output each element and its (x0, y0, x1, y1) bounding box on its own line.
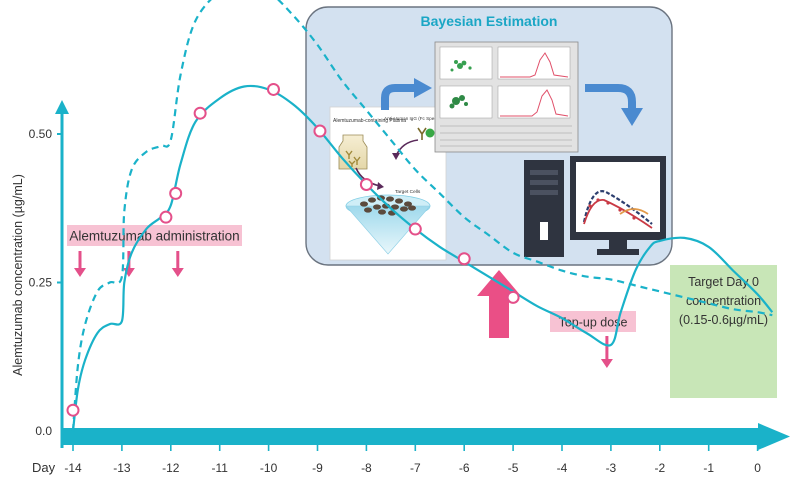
target-cell (373, 204, 381, 210)
observation-marker (66, 403, 80, 417)
observation-marker (169, 186, 183, 200)
administration-label: Alemtuzumab administration (69, 229, 239, 244)
histogram-peak-2 (500, 89, 569, 117)
target-line-3: (0.15-0.6µg/mL) (679, 313, 768, 327)
antibody-glyphs (345, 150, 361, 167)
screen-curve-red (583, 199, 653, 229)
target-line-2: concentration (686, 294, 761, 308)
x-axis-band (62, 428, 762, 445)
monitor-base (597, 249, 639, 255)
reagent-label: Anti-Human IgG (Fc Specific)-FITC (384, 116, 456, 121)
x-tick-label: -14 (64, 461, 82, 475)
target-cell (378, 209, 386, 215)
x-tick-label: -5 (508, 461, 519, 475)
tower-bay-2 (530, 180, 558, 185)
screen-curve-navy (582, 190, 653, 225)
screen-observation-dots (588, 198, 636, 220)
target-line-1: Target Day 0 (688, 275, 759, 289)
fitc-label-icon (425, 128, 435, 138)
y-tick-label: 0.25 (29, 276, 53, 290)
x-tick-label: -8 (361, 461, 372, 475)
topup-arrow-shape (600, 336, 613, 368)
x-tick-label: -11 (211, 461, 228, 475)
x-tick-label: -2 (654, 461, 665, 475)
cytometry-to-computer-arrow (585, 84, 636, 108)
target-cell (400, 206, 408, 212)
target-cell (404, 201, 412, 207)
lab-schematic: Alemtuzumab-containing Plasma Anti-Human… (329, 106, 456, 261)
histogram-plot-2 (497, 85, 571, 119)
topup-label-bg (550, 311, 636, 332)
observation-marker (506, 290, 520, 304)
target-cell (386, 196, 394, 202)
administration-arrow-icon (171, 251, 184, 277)
screen-curve-orange (619, 208, 649, 215)
predicted-curve-dashed (71, 0, 773, 432)
plasma-bottle-icon (338, 134, 368, 170)
administration-arrow-icon (74, 251, 86, 277)
flow-to-cytometry-arrow (381, 84, 416, 110)
stain-arrowhead (392, 153, 400, 160)
x-tick-label: -10 (260, 461, 278, 475)
x-tick-label: -4 (557, 461, 568, 475)
flow-cytometry-plots (434, 41, 579, 153)
x-tick-label: -3 (606, 461, 617, 475)
y-axis-arrowhead (55, 100, 69, 114)
x-axis-arrowhead (758, 423, 790, 450)
monitor-stand (609, 240, 627, 250)
cytometry-to-computer-arrowhead (621, 108, 643, 126)
observation-marker (193, 106, 207, 120)
fitc-antibody-icon (417, 127, 427, 140)
target-cell (391, 204, 399, 210)
computer-tower-icon (524, 160, 564, 257)
tower-bay-3 (530, 190, 558, 195)
computer-icon (524, 156, 666, 257)
observation-marker (159, 210, 173, 224)
target-cell (395, 198, 403, 204)
y-axis-label: Alemtuzumab concentration (µg/mL) (11, 174, 25, 376)
y-tick-label: 0.0 (35, 424, 52, 438)
bayesian-panel: Bayesian Estimation Alemtuzumab-containi… (305, 6, 673, 266)
scatter-dots-1 (450, 60, 472, 72)
administration-label-bg (67, 225, 242, 246)
target-cells-label: Target Cells (395, 189, 421, 195)
mix-arrowhead (377, 182, 384, 190)
histogram-plot-1 (497, 46, 571, 80)
flow-to-cytometry-arrowhead (414, 78, 432, 98)
target-cell (360, 201, 368, 207)
cytometry-table-lines (440, 125, 572, 147)
x-tick-label: -6 (459, 461, 470, 475)
observation-markers (66, 82, 520, 417)
x-tick-label: -13 (113, 461, 131, 475)
y-axis-ticks: 0.00.250.500.751.0 (29, 127, 62, 438)
observation-marker (457, 252, 471, 266)
observation-marker (408, 222, 422, 236)
target-box (670, 265, 777, 398)
x-tick-label: -12 (162, 461, 180, 475)
estimation-up-arrow-icon (477, 270, 521, 338)
plasma-label: Alemtuzumab-containing Plasma (333, 118, 406, 124)
scatter-dots-2 (449, 95, 468, 109)
tower-bay-1 (530, 170, 558, 175)
x-axis-label: Day (32, 460, 56, 475)
histogram-peak-1 (500, 52, 569, 78)
observation-marker (313, 124, 327, 138)
observation-marker (266, 82, 280, 96)
target-cell (364, 207, 372, 213)
x-tick-label: -1 (703, 461, 714, 475)
target-cell (408, 205, 416, 211)
x-tick-label: -7 (410, 461, 421, 475)
y-tick-label: 0.50 (29, 127, 53, 141)
x-tick-label: -9 (312, 461, 323, 475)
x-tick-label: 0 (754, 461, 761, 475)
bayesian-title: Bayesian Estimation (421, 13, 558, 29)
tower-light (540, 222, 548, 240)
observation-marker (359, 177, 373, 191)
target-cell (368, 197, 376, 203)
topup-arrow-icon (600, 336, 613, 368)
